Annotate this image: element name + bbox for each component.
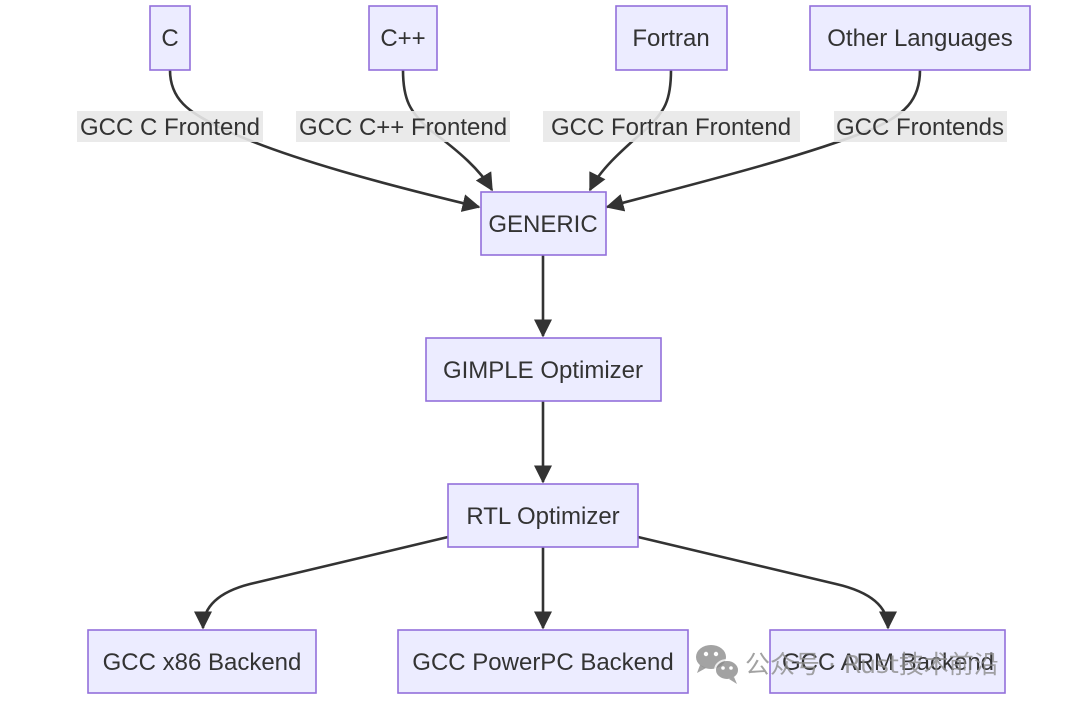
node-box [425, 337, 662, 402]
node-label: GCC PowerPC Backend [412, 649, 673, 676]
node-generic: GENERIC [480, 191, 607, 256]
edge-label-text: GCC Frontends [836, 114, 1004, 141]
node-rtl-optimizer: RTL Optimizer [447, 483, 639, 548]
node-box [615, 5, 728, 71]
edge-label-fortran: GCC Fortran Frontend [543, 111, 800, 142]
node-label: GCC ARM Backend [782, 649, 994, 676]
node-gcc-x86-backend: GCC x86 Backend [87, 629, 317, 694]
node-c: C [149, 5, 191, 71]
watermark: 公众号 · Rust技术前沿 [696, 645, 999, 684]
node-box [397, 629, 689, 694]
node-other-languages: Other Languages [809, 5, 1031, 71]
node-gcc-powerpc-backend: GCC PowerPC Backend [397, 629, 689, 694]
node-cpp: C++ [368, 5, 438, 71]
edges [168, 69, 922, 630]
edge-label-text: GCC C Frontend [80, 114, 260, 141]
node-gcc-arm-backend: GCC ARM Backend [769, 629, 1006, 694]
node-label: GCC x86 Backend [103, 649, 302, 676]
node-box [447, 483, 639, 548]
node-box [149, 5, 191, 71]
edge-label-background [834, 111, 1007, 142]
edge-other-languages-to-generic [605, 69, 922, 212]
node-label: GENERIC [488, 211, 597, 238]
edge-label-c: GCC C Frontend [77, 111, 263, 142]
edge-rtl-to-arm [637, 535, 897, 630]
edge-label-background [77, 111, 263, 142]
edge-label-cpp: GCC C++ Frontend [296, 111, 510, 142]
edge-rtl-to-x86 [194, 535, 449, 630]
node-box [87, 629, 317, 694]
node-label: RTL Optimizer [466, 503, 619, 530]
edge-label-other: GCC Frontends [834, 111, 1007, 142]
wechat-icon [696, 645, 740, 684]
edge-label-background [543, 111, 800, 142]
node-label: C++ [380, 25, 425, 52]
node-fortran: Fortran [615, 5, 728, 71]
node-box [368, 5, 438, 71]
node-box [480, 191, 607, 256]
node-label: C [161, 25, 178, 52]
edge-label-text: GCC C++ Frontend [299, 114, 507, 141]
node-gimple-optimizer: GIMPLE Optimizer [425, 337, 662, 402]
node-label: GIMPLE Optimizer [443, 357, 643, 384]
node-box [769, 629, 1006, 694]
watermark-text: 公众号 · Rust技术前沿 [745, 650, 999, 679]
edge-label-text: GCC Fortran Frontend [551, 114, 791, 141]
edge-label-background [296, 111, 510, 142]
node-box [809, 5, 1031, 71]
node-label: Other Languages [827, 25, 1012, 52]
node-label: Fortran [632, 25, 709, 52]
